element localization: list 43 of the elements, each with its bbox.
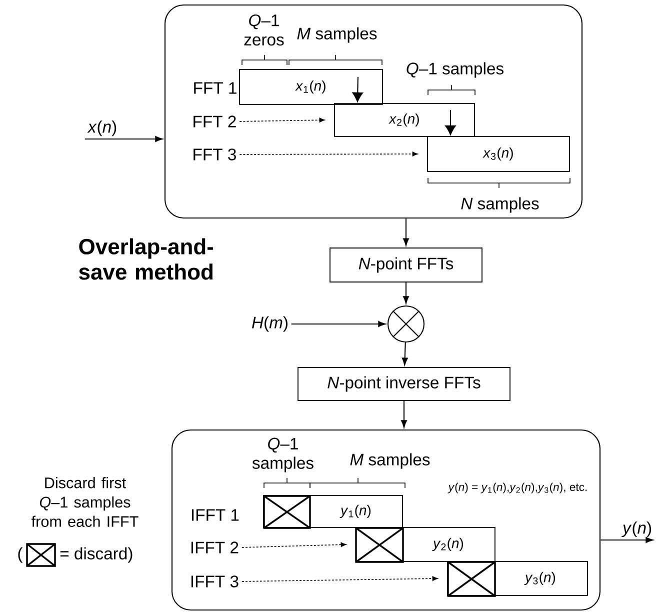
heading-label: Q–1 samples [406, 62, 504, 78]
arrow [403, 218, 409, 246]
panel [171, 429, 601, 611]
equation-label: y(n) = y$_{1}$(n),y$_{2}$(n),y$_{3}$(n), etc. [448, 482, 587, 494]
heading-label: Q–1 zeros [244, 14, 284, 46]
output-label: y(n) [622, 522, 652, 538]
input-label: H(m) [252, 316, 288, 332]
process-box: N-point inverse FFTs [298, 367, 510, 401]
arrow [401, 400, 407, 428]
note-text: Discard first Q–1 samples from each IFFT [32, 477, 138, 527]
arrow [600, 537, 654, 543]
row-label: IFFT 3 [191, 576, 238, 588]
heading-label: N samples [461, 197, 539, 213]
note-text: ( [18, 547, 23, 563]
heading-label: M samples [350, 453, 430, 469]
data-block: x$_{3}$(n) [427, 136, 570, 172]
arrow [85, 136, 163, 142]
arrow [402, 342, 408, 366]
heading-label: Q–1 samples [252, 438, 314, 472]
row-label: FFT 3 [194, 148, 236, 160]
arrow [445, 110, 456, 136]
process-box: N-point FFTs [330, 248, 482, 282]
multiplier-symbol [387, 305, 425, 343]
input-label: x(n) [87, 120, 116, 136]
row-label: IFFT 2 [191, 542, 238, 554]
data-block: x$_{2}$(n) [334, 103, 475, 137]
legend-text: = discard) [60, 547, 132, 563]
heading-label: M samples [297, 27, 377, 43]
dotted-arrow [239, 152, 418, 156]
dotted-arrow [239, 118, 325, 122]
arrow [352, 76, 364, 102]
arrow [403, 282, 409, 304]
title: Overlap-and-save method [79, 238, 214, 280]
dotted-arrow [242, 542, 346, 548]
row-label: IFFT 1 [192, 509, 239, 521]
data-block: x$_{1}$(n) [239, 69, 383, 105]
data-block: y$_{3}$(n) [447, 561, 588, 596]
row-label: FFT 2 [194, 116, 236, 128]
data-block: y$_{2}$(n) [356, 527, 496, 562]
dotted-arrow [242, 576, 438, 582]
data-block: y$_{1}$(n) [263, 495, 403, 528]
arrow [291, 321, 386, 327]
panel [164, 4, 583, 219]
